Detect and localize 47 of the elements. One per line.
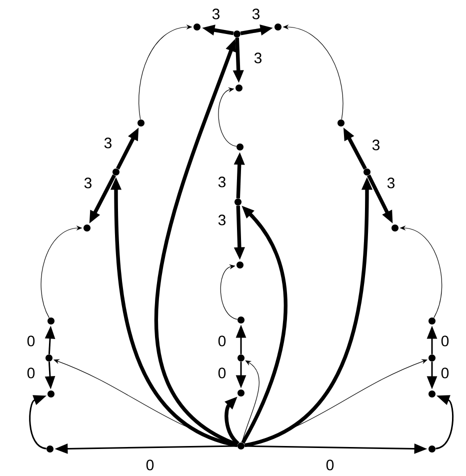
dot: [238, 316, 244, 324]
edge-label: 0: [218, 368, 226, 378]
dot: [238, 390, 244, 396]
edge-label: 3: [212, 8, 220, 20]
dot: [236, 262, 244, 268]
dot: [84, 224, 90, 232]
dot: [428, 354, 436, 362]
dot: [428, 390, 436, 398]
dot: [48, 318, 54, 324]
edge-label: 3: [252, 8, 260, 20]
dot: [48, 390, 54, 398]
edge-label: 3: [218, 176, 226, 188]
dot: [46, 354, 52, 362]
dot: [194, 24, 200, 30]
edge-label: 0: [27, 336, 35, 346]
edge-label: 3: [387, 178, 395, 188]
dot: [234, 198, 242, 206]
dot: [46, 446, 54, 452]
edge-label: 3: [84, 178, 92, 188]
dot: [234, 30, 240, 38]
dot: [274, 24, 282, 30]
edge-label: 3: [218, 214, 226, 226]
dot: [112, 168, 120, 176]
dot: [138, 120, 144, 126]
edge-label: 0: [218, 336, 226, 346]
arrow: [218, 87, 237, 147]
arrow: [29, 395, 47, 450]
dot: [236, 84, 242, 92]
dot: [238, 442, 244, 450]
arrow: [242, 360, 260, 443]
edge-label: 3: [104, 138, 112, 148]
dot: [238, 354, 244, 362]
edge-label: 0: [146, 460, 154, 470]
edge-label: 0: [27, 368, 35, 378]
arrow: [436, 395, 454, 450]
edge-label: 0: [441, 368, 449, 378]
edge-label: 3: [372, 140, 380, 150]
arrow: [220, 264, 238, 320]
dot: [428, 318, 436, 324]
dot: [236, 144, 244, 150]
edge-label: 0: [441, 336, 449, 346]
edge-label: 0: [326, 460, 334, 470]
dot: [392, 224, 398, 232]
dot: [428, 446, 436, 452]
dot: [338, 120, 344, 126]
edge-label: 3: [254, 52, 262, 64]
dot: [364, 168, 370, 176]
